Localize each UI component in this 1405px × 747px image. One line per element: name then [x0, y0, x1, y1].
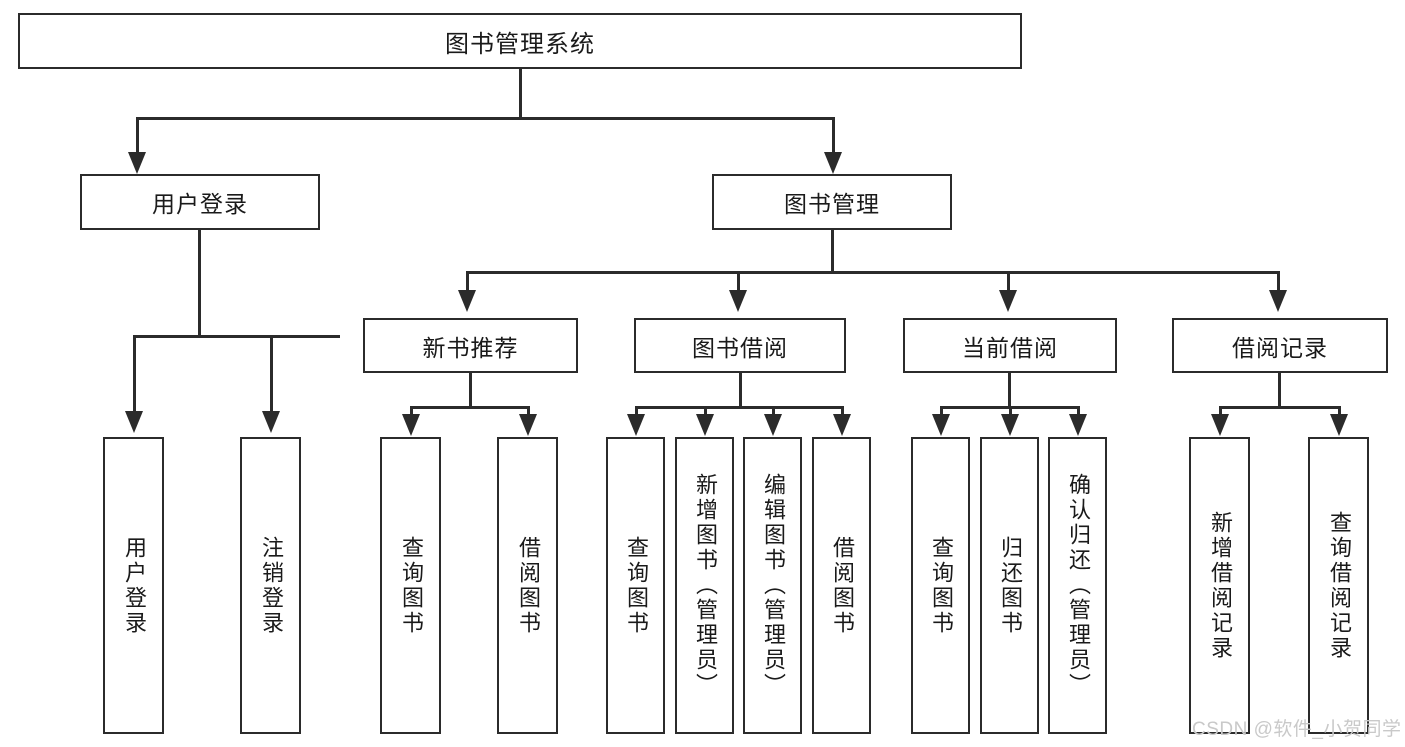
edge-borrow-record-stem: [1278, 373, 1281, 408]
leaf-query-book-3-label: 查询图书: [928, 535, 954, 636]
edge-drop-query-book-1: [410, 406, 413, 420]
leaf-query-book-1[interactable]: 查询图书: [380, 437, 441, 734]
leaf-borrow-book-2-label: 借阅图书: [829, 535, 855, 636]
edge-drop-borrow-book-2: [841, 406, 844, 420]
arrowhead-new-book-recommend: [458, 290, 476, 312]
edge-drop-book-borrow: [737, 271, 740, 296]
arrowhead-leaf-user-login: [125, 411, 143, 433]
edge-drop-edit-book: [772, 406, 775, 420]
leaf-borrow-book-1-label: 借阅图书: [515, 535, 541, 636]
edge-level1-bus: [136, 117, 835, 120]
leaf-add-record-label: 新增借阅记录: [1207, 510, 1233, 661]
arrowhead-borrow-book-1: [519, 414, 537, 436]
edge-drop-leaf-logout: [270, 335, 273, 417]
edge-drop-leaf-user-login: [133, 335, 136, 417]
leaf-return-book-label: 归还图书: [997, 535, 1023, 636]
edge-book-borrow-stem: [739, 373, 742, 408]
edge-drop-book-management: [832, 117, 835, 159]
arrowhead-book-management: [824, 152, 842, 174]
node-root[interactable]: 图书管理系统: [18, 13, 1022, 69]
arrowhead-query-book-2: [627, 414, 645, 436]
edge-new-book-recommend-stem: [469, 373, 472, 408]
leaf-logout[interactable]: 注销登录: [240, 437, 301, 734]
arrowhead-edit-book: [764, 414, 782, 436]
csdn-watermark: CSDN @软件_小贺同学: [1192, 719, 1402, 740]
arrowhead-confirm-return: [1069, 414, 1087, 436]
leaf-confirm-return[interactable]: 确认归还（管理员）: [1048, 437, 1107, 734]
node-new-book-recommend-label: 新书推荐: [422, 334, 519, 361]
arrowhead-borrow-record: [1269, 290, 1287, 312]
leaf-query-record-label: 查询借阅记录: [1326, 510, 1352, 661]
arrowhead-user-login: [128, 152, 146, 174]
leaf-edit-book-label: 编辑图书（管理员）: [760, 473, 786, 698]
edge-user-login-bus: [133, 335, 340, 338]
edge-book-borrow-bus: [635, 406, 844, 409]
node-book-borrow-label: 图书借阅: [692, 334, 788, 361]
edge-book-management-bus: [466, 271, 1280, 274]
leaf-edit-book[interactable]: 编辑图书（管理员）: [743, 437, 802, 734]
node-borrow-record-label: 借阅记录: [1232, 334, 1328, 361]
edge-user-login-stem: [198, 230, 201, 337]
edge-drop-add-record: [1219, 406, 1222, 420]
edge-drop-borrow-record: [1277, 271, 1280, 296]
edge-borrow-record-bus: [1219, 406, 1341, 409]
arrowhead-query-book-1: [402, 414, 420, 436]
edge-drop-add-book: [704, 406, 707, 420]
leaf-add-book-label: 新增图书（管理员）: [692, 473, 718, 698]
arrowhead-current-borrow: [999, 290, 1017, 312]
leaf-query-book-2[interactable]: 查询图书: [606, 437, 665, 734]
arrowhead-leaf-logout: [262, 411, 280, 433]
edge-new-book-recommend-bus: [410, 406, 530, 409]
edge-drop-return-book: [1009, 406, 1012, 420]
edge-drop-confirm-return: [1077, 406, 1080, 420]
edge-drop-query-book-2: [635, 406, 638, 420]
node-user-login[interactable]: 用户登录: [80, 174, 320, 230]
edge-drop-new-book-recommend: [466, 271, 469, 296]
arrowhead-query-book-3: [932, 414, 950, 436]
edge-drop-query-book-3: [940, 406, 943, 420]
edge-drop-query-record: [1338, 406, 1341, 420]
edge-drop-user-login: [136, 117, 139, 159]
node-current-borrow[interactable]: 当前借阅: [903, 318, 1117, 373]
node-book-management[interactable]: 图书管理: [712, 174, 952, 230]
arrowhead-query-record: [1330, 414, 1348, 436]
leaf-borrow-book-1[interactable]: 借阅图书: [497, 437, 558, 734]
arrowhead-add-book: [696, 414, 714, 436]
node-root-label: 图书管理系统: [445, 30, 595, 58]
arrowhead-book-borrow: [729, 290, 747, 312]
leaf-borrow-book-2[interactable]: 借阅图书: [812, 437, 871, 734]
edge-drop-current-borrow: [1007, 271, 1010, 296]
node-borrow-record[interactable]: 借阅记录: [1172, 318, 1388, 373]
node-user-login-label: 用户登录: [152, 191, 248, 217]
leaf-confirm-return-label: 确认归还（管理员）: [1065, 473, 1091, 698]
leaf-query-book-1-label: 查询图书: [398, 535, 424, 636]
leaf-add-record[interactable]: 新增借阅记录: [1189, 437, 1250, 734]
edge-root-stem: [519, 69, 522, 119]
edge-current-borrow-stem: [1008, 373, 1011, 408]
leaf-query-record[interactable]: 查询借阅记录: [1308, 437, 1369, 734]
leaf-add-book[interactable]: 新增图书（管理员）: [675, 437, 734, 734]
leaf-query-book-3[interactable]: 查询图书: [911, 437, 970, 734]
node-book-borrow[interactable]: 图书借阅: [634, 318, 846, 373]
edge-drop-borrow-book-1: [527, 406, 530, 420]
leaf-logout-label: 注销登录: [258, 535, 284, 636]
edge-book-management-stem: [831, 230, 834, 273]
arrowhead-return-book: [1001, 414, 1019, 436]
leaf-user-login-label: 用户登录: [121, 535, 147, 636]
node-current-borrow-label: 当前借阅: [962, 334, 1058, 361]
arrowhead-add-record: [1211, 414, 1229, 436]
leaf-query-book-2-label: 查询图书: [623, 535, 649, 636]
leaf-user-login[interactable]: 用户登录: [103, 437, 164, 734]
arrowhead-borrow-book-2: [833, 414, 851, 436]
node-book-management-label: 图书管理: [784, 191, 880, 217]
leaf-return-book[interactable]: 归还图书: [980, 437, 1039, 734]
node-new-book-recommend[interactable]: 新书推荐: [363, 318, 578, 373]
